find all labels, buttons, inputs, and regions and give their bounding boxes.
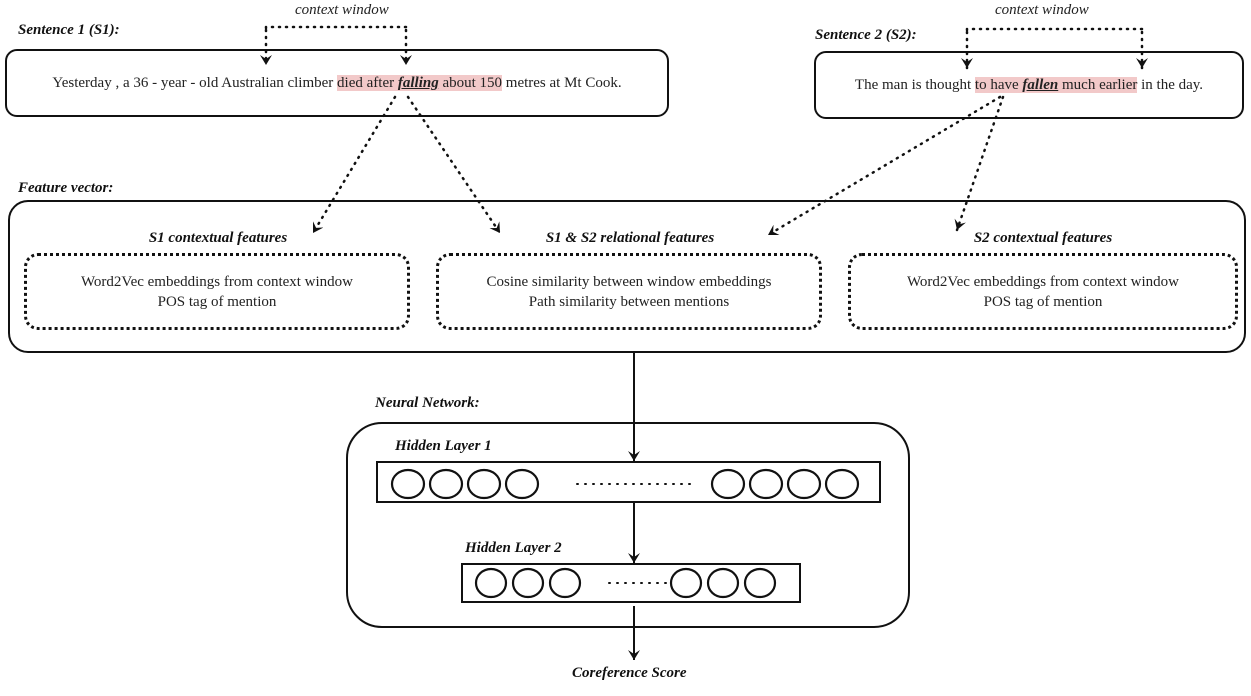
sentence2-box: The man is thought to have fallen much e… [814,51,1244,119]
neural-network-label: Neural Network: [375,395,480,411]
sentence1-text: Yesterday , a 36 - year - old Australian… [52,74,622,92]
s2-contextual-features-box: Word2Vec embeddings from context window … [848,253,1238,330]
hidden-layer-1-title: Hidden Layer 1 [395,438,492,454]
hidden-layer-1 [376,461,881,503]
hidden-layer-2-title: Hidden Layer 2 [465,540,562,556]
feature-line: POS tag of mention [157,293,277,310]
s2-context-bracket [965,27,1144,32]
sentence2-window-before: to have [974,76,1023,93]
sentence1-window-after: about 150 [438,74,503,91]
s1-contextual-features-title: S1 contextual features [148,230,288,246]
sentence2-context-window: to have fallen much earlier [974,76,1138,93]
sentence1-box: Yesterday , a 36 - year - old Australian… [5,49,669,117]
sentence2-label: Sentence 2 (S2): [815,27,917,43]
feature-vector-box [8,200,1246,353]
sentence2-text: The man is thought to have fallen much e… [854,76,1204,94]
sentence1-prefix: Yesterday , a 36 - year - old Australian… [52,74,338,91]
neural-network-box [346,422,910,628]
feature-line: Word2Vec embeddings from context window [906,273,1180,290]
s1-context-bracket [264,25,408,30]
sentence2-context-window-label: context window [995,2,1089,18]
s1-contextual-features-box: Word2Vec embeddings from context window … [24,253,410,330]
feature-line: Path similarity between mentions [528,293,730,310]
sentence2-suffix: in the day. [1137,76,1204,93]
sentence1-label: Sentence 1 (S1): [18,22,120,38]
sentence1-context-window: died after falling about 150 [337,74,503,91]
hidden-layer-2 [461,563,801,603]
s2-contextual-features-title: S2 contextual features [973,230,1113,246]
feature-line: Cosine similarity between window embeddi… [486,273,772,290]
relational-features-box: Cosine similarity between window embeddi… [436,253,822,330]
coreference-score-label: Coreference Score [572,665,687,681]
relational-features-title: S1 & S2 relational features [545,230,715,246]
sentence1-window-before: died after [337,74,398,91]
sentence2-mention: fallen [1022,76,1059,93]
sentence2-prefix: The man is thought [854,76,975,93]
feature-line: POS tag of mention [983,293,1103,310]
feature-line: Word2Vec embeddings from context window [80,273,354,290]
sentence1-context-window-label: context window [295,2,389,18]
feature-vector-label: Feature vector: [18,180,114,196]
sentence2-window-after: much earlier [1058,76,1138,93]
sentence1-suffix: metres at Mt Cook. [502,74,622,91]
sentence1-mention: falling [397,74,439,91]
